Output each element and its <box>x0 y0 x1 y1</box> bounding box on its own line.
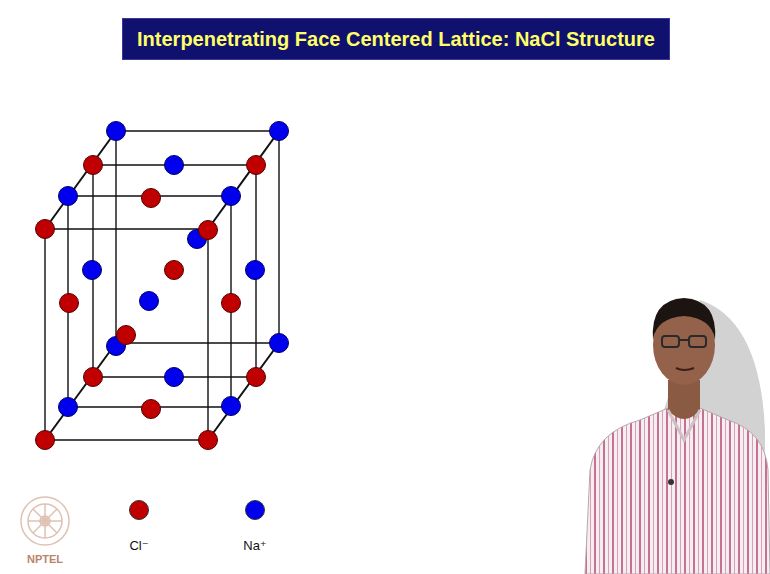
hair <box>653 298 715 340</box>
na-ion <box>165 368 184 387</box>
logo-ring <box>21 497 69 545</box>
cl-ion <box>142 400 161 419</box>
lattice-layer <box>45 229 208 440</box>
na-ion <box>222 187 241 206</box>
cube-edge <box>208 343 279 440</box>
cl-ion <box>84 156 103 175</box>
na-ion <box>246 261 265 280</box>
cl-ion <box>199 221 218 240</box>
lattice-layer <box>116 131 279 343</box>
legend-label: Cl⁻ <box>129 538 148 553</box>
lens <box>689 336 706 347</box>
bridge <box>679 339 689 341</box>
title-bar: Interpenetrating Face Centered Lattice: … <box>122 18 670 60</box>
cl-ion <box>36 431 55 450</box>
legend-swatch <box>245 500 265 520</box>
cl-ion <box>199 431 218 450</box>
cl-ion <box>142 189 161 208</box>
cl-ion <box>247 368 266 387</box>
lens <box>662 336 679 347</box>
na-ions <box>59 122 289 417</box>
neck <box>668 380 700 419</box>
na-ion <box>165 156 184 175</box>
cube-edge <box>45 131 116 229</box>
cl-ion <box>222 294 241 313</box>
legend-swatch <box>129 500 149 520</box>
cube-edge <box>208 131 279 229</box>
lattice-layer <box>68 196 231 407</box>
cube-edge <box>45 343 116 440</box>
shirt <box>585 408 770 574</box>
cl-ion <box>117 326 136 345</box>
microphone <box>668 479 674 485</box>
cl-ion <box>84 368 103 387</box>
na-ion <box>59 398 78 417</box>
logo-ring <box>28 504 62 538</box>
glasses <box>662 336 706 347</box>
collar <box>668 410 700 440</box>
nptel-logo <box>21 497 69 545</box>
na-ion <box>59 187 78 206</box>
cl-ion <box>165 261 184 280</box>
na-ion <box>270 334 289 353</box>
na-ion <box>107 122 126 141</box>
na-ion <box>140 292 159 311</box>
na-ion <box>83 261 102 280</box>
cl-ion <box>247 156 266 175</box>
legend-label: Na⁺ <box>243 538 266 553</box>
lattice-frame <box>45 131 279 440</box>
na-ion <box>270 122 289 141</box>
presenter <box>585 298 770 574</box>
logo-spokes <box>28 504 62 538</box>
logo-text: NPTEL <box>27 553 63 565</box>
cl-ion <box>60 294 79 313</box>
na-ion <box>222 397 241 416</box>
cl-ion <box>36 220 55 239</box>
slide-title: Interpenetrating Face Centered Lattice: … <box>137 28 655 50</box>
mouth <box>676 368 694 370</box>
cl-ions <box>36 156 266 450</box>
